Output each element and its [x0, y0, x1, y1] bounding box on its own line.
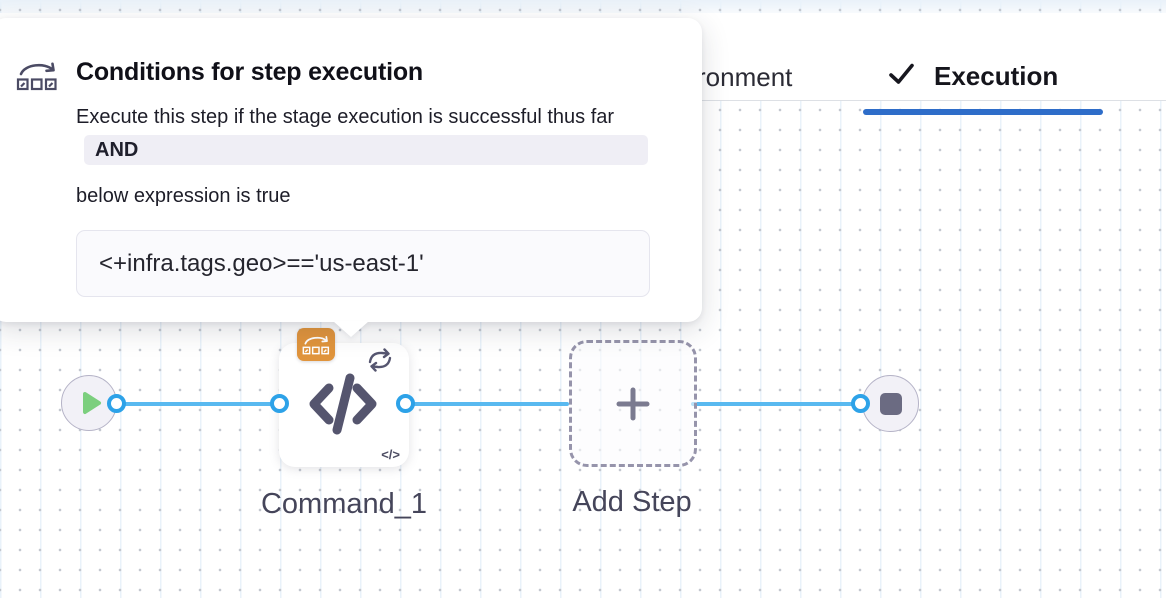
- edge-command-to-addstep: [406, 402, 569, 406]
- step-node-command[interactable]: </>: [279, 343, 409, 467]
- popover-caret: [333, 321, 369, 337]
- expression-intro-text: below expression is true: [76, 185, 291, 207]
- expression-value: <+infra.tags.geo>=='us-east-1': [99, 249, 424, 277]
- conditions-popover: Conditions for step execution Execute th…: [0, 18, 702, 322]
- tab-environment-partial[interactable]: ronment: [697, 62, 793, 92]
- operator-chip-label: AND: [95, 138, 139, 161]
- edge-start-to-command: [117, 402, 280, 406]
- step-label-command: Command_1: [260, 488, 428, 520]
- shell-script-glyph: </>: [381, 447, 400, 462]
- conditional-execution-icon: [16, 62, 57, 91]
- step-label-addstep: Add Step: [572, 486, 692, 518]
- check-icon: [889, 63, 914, 84]
- stop-icon: [879, 392, 902, 415]
- code-icon: [309, 373, 377, 435]
- looping-strategy-icon[interactable]: [363, 348, 397, 372]
- port-command-in[interactable]: [270, 394, 289, 413]
- add-step-button[interactable]: [569, 340, 697, 467]
- conditional-execution-badge[interactable]: [297, 328, 335, 361]
- tab-execution[interactable]: Execution: [888, 61, 1058, 92]
- port-command-out[interactable]: [396, 394, 415, 413]
- operator-chip: AND: [84, 135, 648, 165]
- plus-icon: [616, 387, 650, 420]
- expression-box: <+infra.tags.geo>=='us-east-1': [76, 230, 650, 297]
- stage-end-node: [862, 375, 919, 432]
- port-start-out[interactable]: [107, 394, 126, 413]
- popover-title: Conditions for step execution: [76, 58, 423, 86]
- active-tab-underline: [863, 109, 1103, 115]
- play-icon: [83, 392, 101, 414]
- conditional-execution-icon: [302, 335, 330, 354]
- port-end-in[interactable]: [851, 394, 870, 413]
- tab-execution-label: Execution: [934, 61, 1059, 91]
- edge-addstep-to-end: [691, 402, 861, 406]
- popover-description: Execute this step if the stage execution…: [76, 106, 615, 128]
